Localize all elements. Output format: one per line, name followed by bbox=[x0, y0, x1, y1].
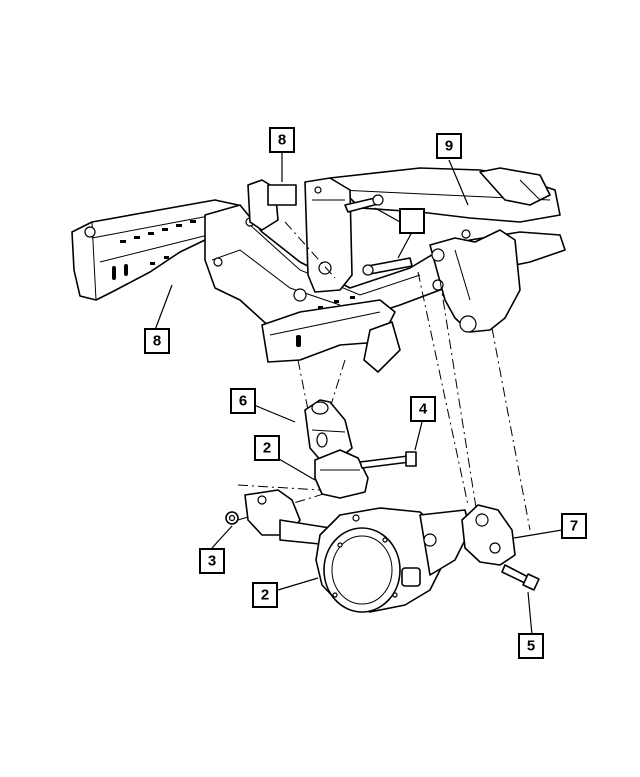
callout-7: 8 bbox=[144, 328, 170, 354]
alignment-lines bbox=[237, 221, 531, 531]
svg-text:6: 6 bbox=[239, 393, 247, 410]
mount-bracket bbox=[304, 399, 353, 463]
svg-text:5: 5 bbox=[527, 638, 535, 655]
callout-4: 5 bbox=[518, 633, 544, 659]
callout-2-lower: 3 bbox=[199, 548, 225, 574]
callout-9 bbox=[399, 208, 425, 234]
svg-text:3: 3 bbox=[208, 553, 216, 570]
callout-1: 2 bbox=[252, 582, 278, 608]
svg-text:8: 8 bbox=[278, 132, 286, 149]
callout-3: 4 bbox=[410, 396, 436, 422]
callout-8-left: 8 bbox=[269, 127, 295, 153]
svg-text:9: 9 bbox=[445, 138, 453, 155]
svg-text:7: 7 bbox=[570, 518, 578, 535]
svg-text:2: 2 bbox=[261, 587, 269, 604]
callout-6: 7 bbox=[561, 513, 587, 539]
leader-lines bbox=[154, 152, 563, 636]
callout-2-upper: 2 bbox=[254, 435, 280, 461]
svg-text:8: 8 bbox=[153, 333, 161, 350]
callout-5: 6 bbox=[230, 388, 256, 414]
isolator-bracket bbox=[314, 449, 369, 499]
frame-crossmember bbox=[71, 167, 566, 373]
callout-8-right: 9 bbox=[436, 133, 462, 159]
front-axle-differential bbox=[225, 489, 540, 613]
svg-text:4: 4 bbox=[419, 401, 428, 418]
bracket-bolt bbox=[359, 451, 417, 469]
svg-text:2: 2 bbox=[263, 440, 271, 457]
mounting-bolts bbox=[344, 194, 471, 276]
